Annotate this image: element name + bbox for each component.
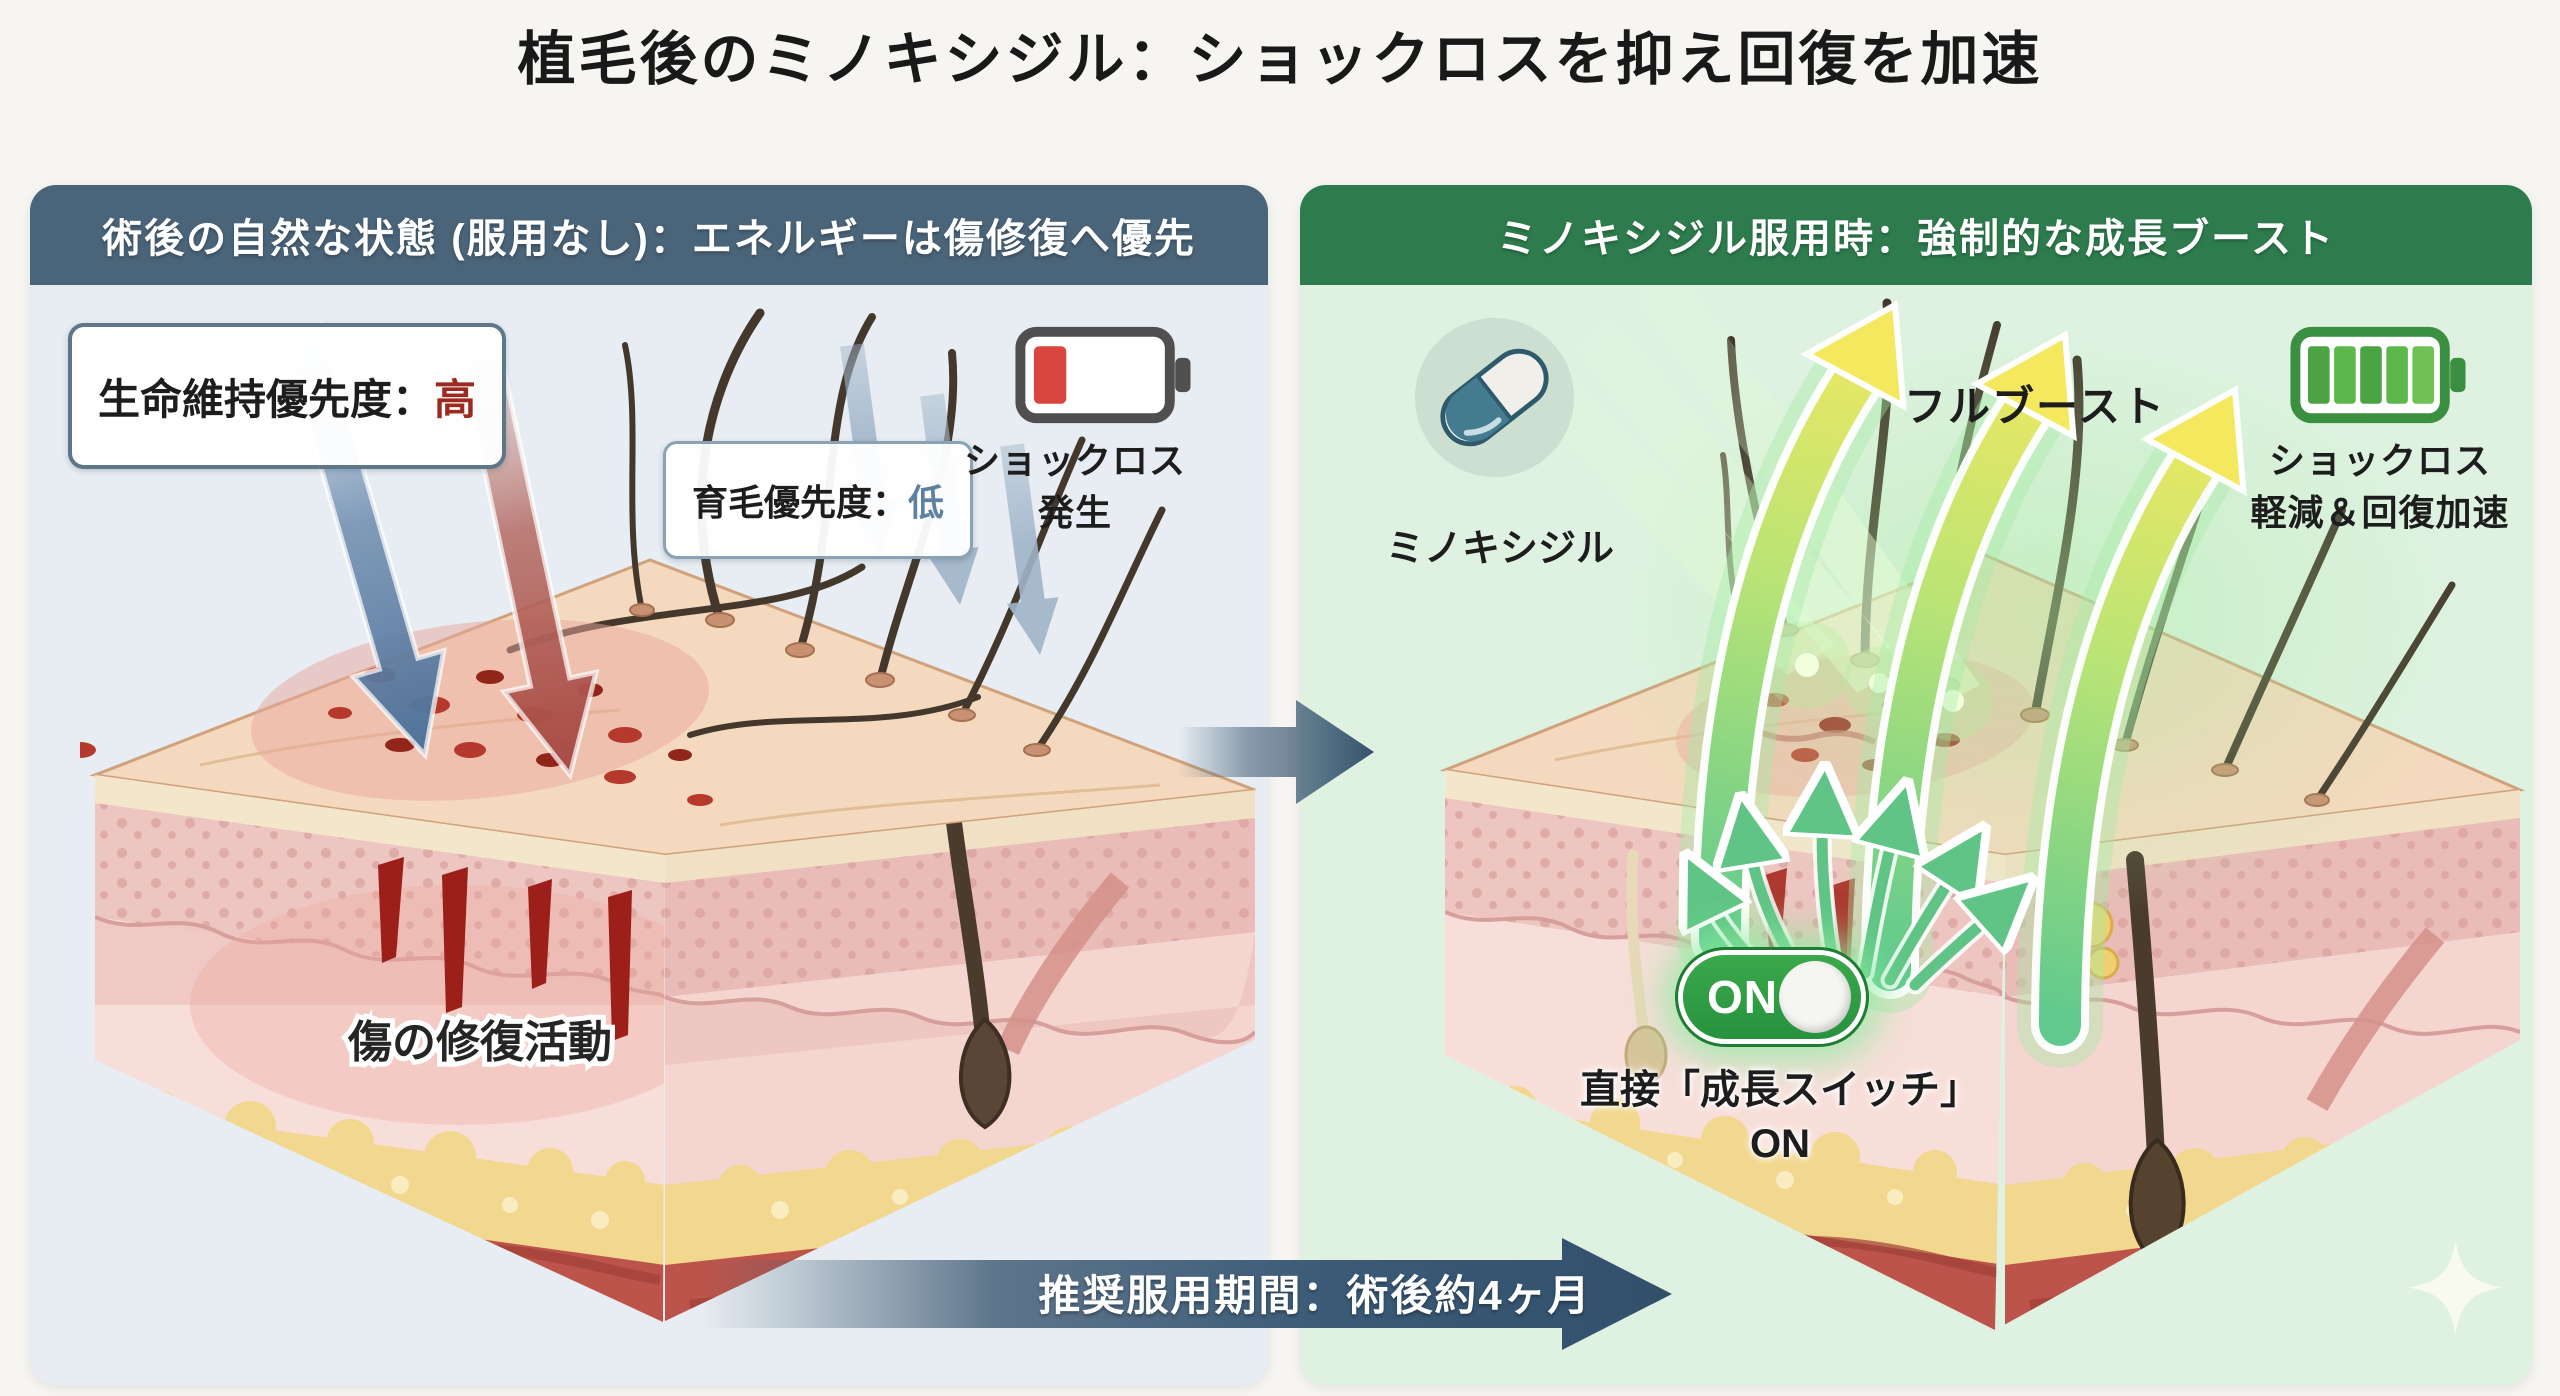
shock-loss-reduced-caption: ショックロス 軽減＆回復加速 <box>2200 435 2532 539</box>
skin-cross-section-right <box>1435 285 2526 1330</box>
dosing-period-label: 推奨服用期間：術後約4ヶ月 <box>1038 1272 1592 1319</box>
growth-switch-caption: 直接「成長スイッチ」 ON <box>1530 1063 2030 1171</box>
pill-label: ミノキシジル <box>1385 528 1614 570</box>
toggle-on-label: ON <box>1707 971 1778 1023</box>
shock-loss-caption: ショックロス 発生 <box>910 435 1240 539</box>
life-priority-value: 高 <box>434 375 477 423</box>
hair-priority-badge: 育毛優先度：低 <box>663 441 974 559</box>
battery-low-icon <box>1015 326 1191 424</box>
arrow-right-icon <box>1178 700 1374 804</box>
full-boost-label: フルブースト <box>1904 383 2166 430</box>
life-priority-label: 生命維持優先度： <box>98 375 435 423</box>
growth-boost-arrows <box>1677 300 2247 1068</box>
growth-switch-caption-line2: ON <box>1750 1122 1810 1166</box>
left-panel-header: 術後の自然な状態 (服用なし)：エネルギーは傷修復へ優先 <box>30 185 1268 285</box>
page-title: 植毛後のミノキシジル：ショックロスを抑え回復を加速 <box>517 27 2043 92</box>
dosing-period-banner <box>700 1238 1672 1350</box>
wound-repair-label: 傷の修復活動 <box>347 1018 612 1067</box>
growth-switch-caption-line1: 直接「成長スイッチ」 <box>1580 1068 1980 1112</box>
battery-full-icon <box>2290 326 2466 424</box>
sparkle-icon <box>2408 1240 2503 1335</box>
toggle-knob <box>1779 961 1851 1033</box>
life-priority-badge: 生命維持優先度：高 <box>68 323 507 469</box>
skin-cross-section-left: 傷の修復活動 <box>80 308 1256 1322</box>
shock-loss-reduced-line2: 軽減＆回復加速 <box>2250 492 2510 534</box>
toggle-on-icon: ON <box>1675 947 1869 1047</box>
panel-minoxidil: ミノキシジル服用時：強制的な成長ブースト <box>1300 185 2532 1385</box>
panel-no-medication: 術後の自然な状態 (服用なし)：エネルギーは傷修復へ優先 <box>30 185 1268 1385</box>
hair-pores <box>629 603 1051 757</box>
hair-priority-label: 育毛優先度： <box>692 482 909 523</box>
hair-priority-value: 低 <box>908 482 945 523</box>
shock-loss-line2: 発生 <box>1037 492 1112 534</box>
shock-loss-line1: ショックロス <box>963 440 1186 481</box>
right-panel-header: ミノキシジル服用時：強制的な成長ブースト <box>1300 185 2532 285</box>
shock-loss-reduced-line1: ショックロス <box>2268 440 2491 481</box>
skin-left-face <box>95 775 665 1322</box>
pill-capsule-icon <box>1414 317 1575 478</box>
